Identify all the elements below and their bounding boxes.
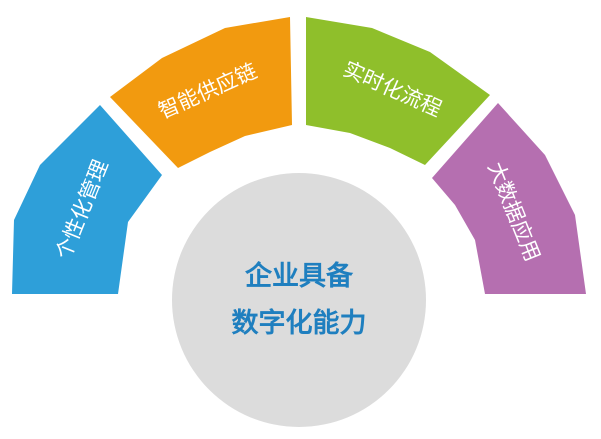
segment-personalized-management: 个性化管理	[12, 105, 162, 294]
segment-shape	[432, 103, 586, 294]
segment-shape	[12, 105, 162, 294]
center-title-line2: 数字化能力	[232, 307, 367, 339]
segment-smart-supply-chain: 智能供应链	[110, 17, 292, 168]
segment-big-data-application: 大数据应用	[432, 103, 586, 294]
segment-realtime-process: 实时化流程	[306, 17, 490, 165]
center-hub: 企业具备 数字化能力	[172, 173, 426, 427]
center-title-line1: 企业具备	[245, 260, 354, 292]
segment-shape	[306, 17, 490, 165]
center-circle	[172, 173, 426, 427]
segment-shape	[110, 17, 292, 168]
